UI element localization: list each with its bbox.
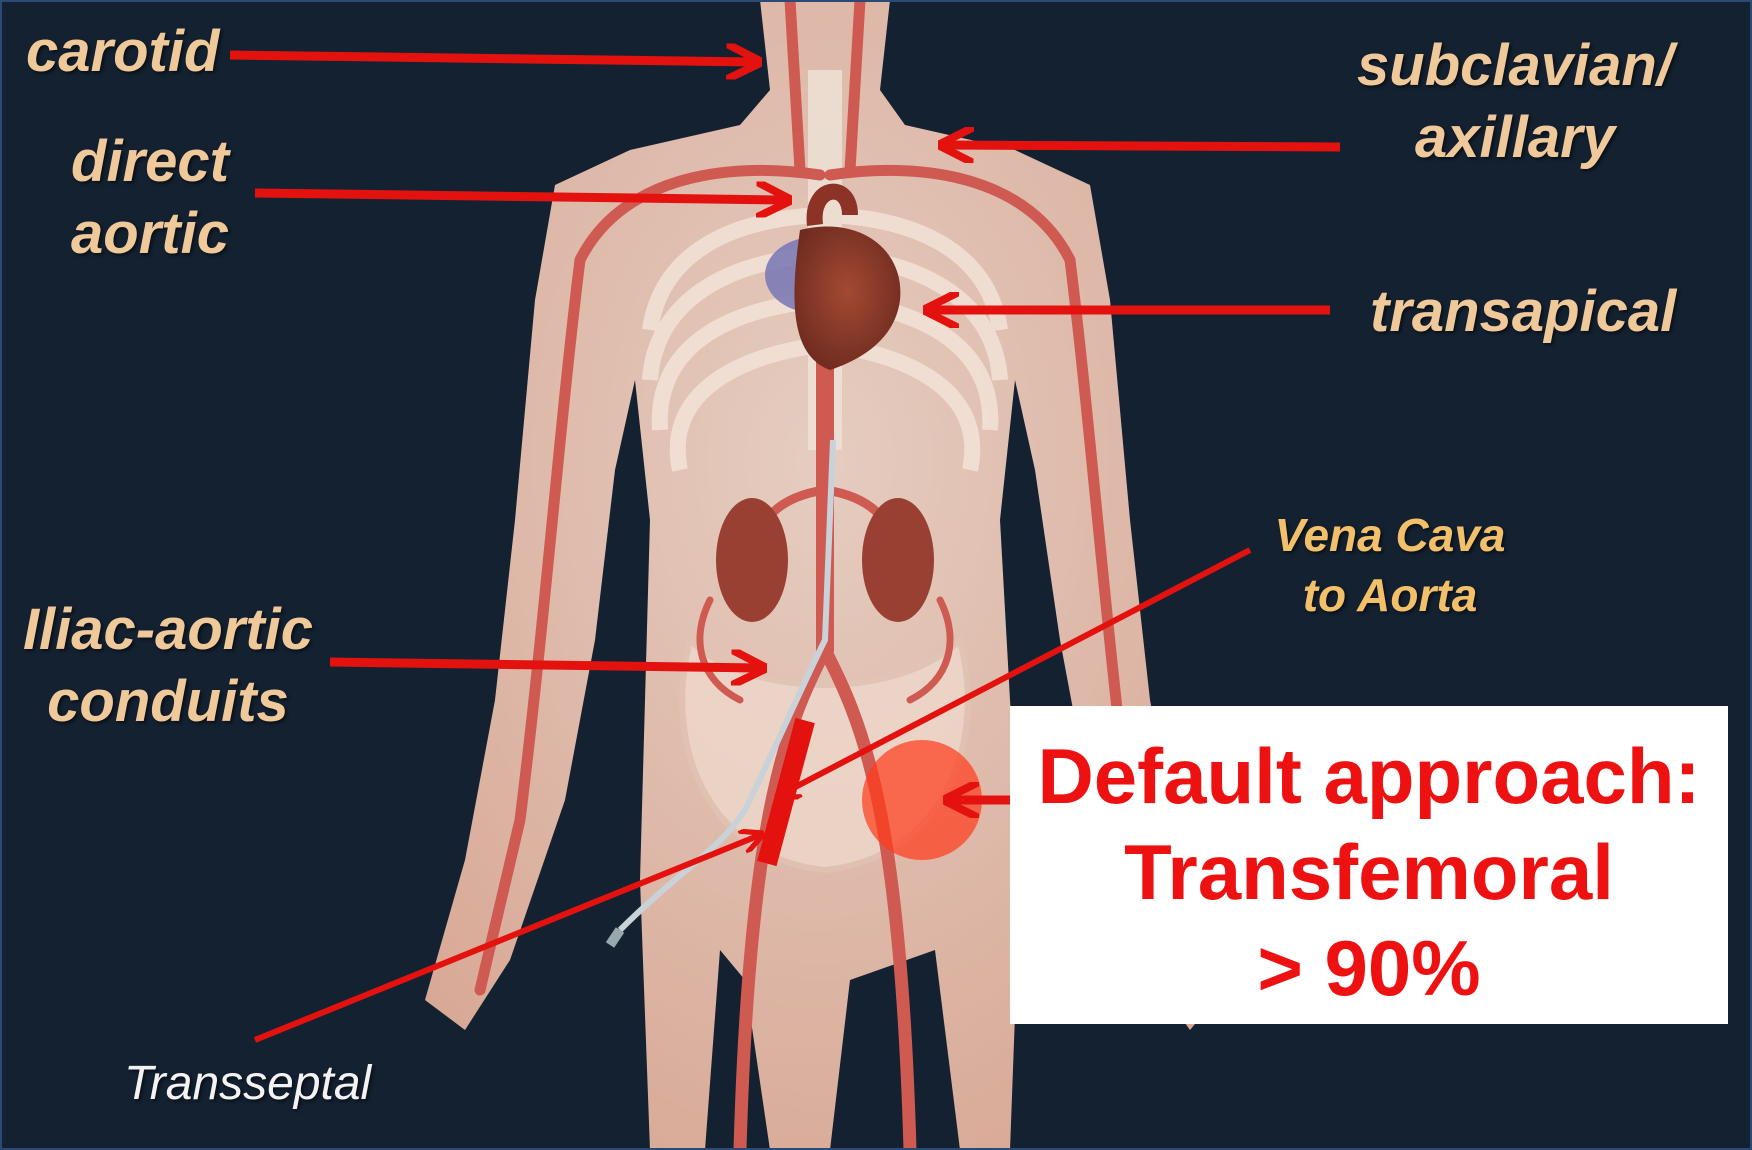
- label-iliac-line2: conduits: [18, 666, 318, 738]
- callout-line3: > 90%: [1010, 920, 1728, 1016]
- label-vena-cava-line1: Vena Cava: [1245, 505, 1535, 565]
- label-transseptal: Transseptal: [124, 1048, 371, 1120]
- label-iliac-aortic-conduits: Iliac-aortic conduits: [18, 594, 318, 738]
- label-subclavian-line1: subclavian/: [1345, 30, 1685, 102]
- label-direct-aortic-line2: aortic: [40, 198, 260, 270]
- callout-line1: Default approach:: [1010, 728, 1728, 824]
- label-carotid: carotid: [26, 16, 219, 88]
- iliac-aortic-arrow: [330, 662, 760, 668]
- label-iliac-line1: Iliac-aortic: [18, 594, 318, 666]
- label-direct-aortic-line1: direct: [40, 126, 260, 198]
- callout-line2: Transfemoral: [1010, 824, 1728, 920]
- label-vena-cava-line2: to Aorta: [1245, 565, 1535, 625]
- label-transapical: transapical: [1370, 276, 1676, 348]
- subclavian-arrow: [945, 145, 1340, 147]
- label-subclavian-line2: axillary: [1345, 102, 1685, 174]
- label-vena-cava-to-aorta: Vena Cava to Aorta: [1245, 505, 1535, 625]
- carotid-arrow: [230, 55, 755, 62]
- label-direct-aortic: direct aortic: [40, 126, 260, 270]
- default-approach-callout: Default approach: Transfemoral > 90%: [1010, 706, 1728, 1024]
- label-subclavian-axillary: subclavian/ axillary: [1345, 30, 1685, 174]
